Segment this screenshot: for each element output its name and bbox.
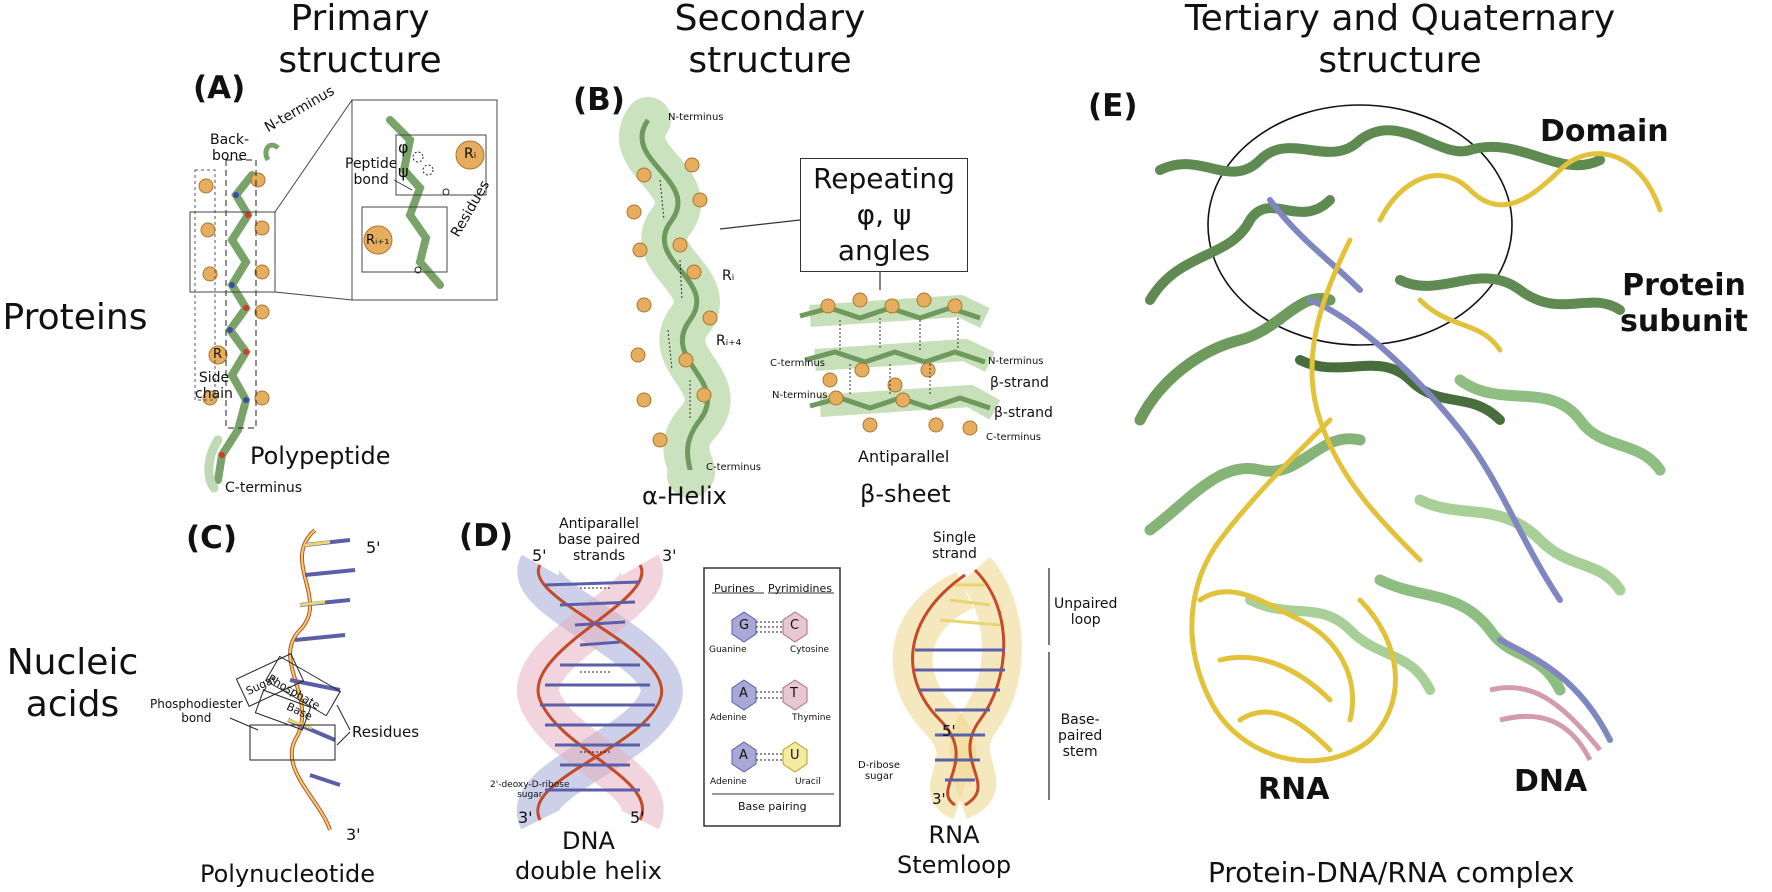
r-group-label: R <box>213 347 223 362</box>
protein-subunit-label: Protein subunit <box>1620 268 1749 339</box>
cytosine-label: Cytosine <box>790 645 830 655</box>
panel-a-label: (A) <box>193 70 246 106</box>
repeating-angles-box: Repeating φ, ψ angles <box>800 158 968 272</box>
antiparallel-sheet-label: Antiparallel <box>858 447 950 466</box>
deoxyribose-sugar-label: 2'-deoxy-D-ribose sugar <box>490 780 570 800</box>
beta-sheet-label: β-sheet <box>860 480 951 508</box>
polypeptide-chain <box>189 99 498 493</box>
psi-label: ψ <box>398 162 409 181</box>
dna-three-prime-top: 3' <box>662 546 677 565</box>
five-prime-label-c: 5' <box>366 538 381 557</box>
proteins-row-title: Proteins <box>2 297 148 338</box>
base-a-letter-1: A <box>739 686 748 701</box>
phi-label: φ <box>398 138 409 157</box>
adenine-label-2: Adenine <box>710 777 747 787</box>
unpaired-loop-label: Unpaired loop <box>1054 596 1118 628</box>
polypeptide-label: Polypeptide <box>250 442 391 470</box>
beta-strand-2-label: β-strand <box>994 405 1053 421</box>
rna-three-prime-label: 3' <box>932 790 946 808</box>
rna-stemloop-label: RNA Stemloop <box>897 821 1012 879</box>
base-g-letter: G <box>739 618 750 633</box>
base-t-letter: T <box>790 686 798 701</box>
sheet-c-terminus-left-label: C-terminus <box>770 358 826 369</box>
sheet-c-terminus-right-label: C-terminus <box>986 432 1042 443</box>
single-strand-label: Single strand <box>932 530 977 562</box>
panel-b-label: (B) <box>573 82 625 118</box>
rna-label: RNA <box>1258 772 1330 807</box>
helix-n-terminus-label: N-terminus <box>668 112 724 123</box>
dna-three-prime-bottom: 3' <box>518 808 533 827</box>
purines-label: Purines <box>714 582 755 595</box>
base-pairing-box <box>703 567 841 827</box>
helix-ri4-label: Rᵢ₊₄ <box>716 333 742 349</box>
dna-double-helix-drawing <box>517 554 683 830</box>
dna-five-prime-bottom: 5' <box>630 808 645 827</box>
base-paired-stem-label: Base- paired stem <box>1058 712 1103 760</box>
adenine-label-1: Adenine <box>710 713 747 723</box>
alpha-helix-drawing <box>619 97 881 498</box>
alpha-helix-label: α-Helix <box>642 482 727 510</box>
dna-double-helix-label: DNA double helix <box>515 827 662 885</box>
tertiary-quaternary-title: Tertiary and Quaternary structure <box>1184 0 1616 81</box>
complex-caption: Protein-DNA/RNA complex <box>1208 856 1575 889</box>
base-c-letter: C <box>790 618 800 633</box>
rna-five-prime-label: 5' <box>942 722 956 740</box>
base-pairing-label: Base pairing <box>738 800 807 813</box>
backbone-label: Back- bone <box>210 132 250 164</box>
thymine-label: Thymine <box>792 713 832 723</box>
guanine-label: Guanine <box>709 645 747 655</box>
c-terminus-label-a: C-terminus <box>225 480 303 496</box>
sheet-n-terminus-right-label: N-terminus <box>988 356 1044 367</box>
helix-ri-label: Rᵢ <box>722 268 735 284</box>
polynucleotide-label: Polynucleotide <box>200 860 375 888</box>
polynucleotide-drawing <box>229 528 356 831</box>
phosphodiester-bond-label: Phosphodiester bond <box>150 697 243 725</box>
panel-d-label: (D) <box>459 518 514 554</box>
sheet-n-terminus-left-label: N-terminus <box>772 390 828 401</box>
residues-label-c: Residues <box>352 723 420 741</box>
ri1-label-a: Rᵢ₊₁ <box>366 233 390 248</box>
secondary-structure-title: Secondary structure <box>674 0 866 81</box>
protein-nucleic-complex-drawing <box>1134 104 1666 764</box>
base-u-letter: U <box>790 748 800 763</box>
nucleic-acids-row-title: Nucleic acids <box>6 642 139 725</box>
d-ribose-sugar-label: D-ribose sugar <box>858 760 901 782</box>
pyrimidines-label: Pyrimidines <box>768 582 833 595</box>
uracil-label: Uracil <box>795 777 821 787</box>
peptide-bond-label: Peptide bond <box>345 156 398 188</box>
panel-c-label: (C) <box>186 520 238 556</box>
antiparallel-strands-label: Antiparallel base paired strands <box>558 516 641 564</box>
base-a-letter-2: A <box>739 748 748 763</box>
ri-label-a: Rᵢ <box>464 146 477 162</box>
rna-stemloop-drawing <box>892 556 1050 819</box>
primary-structure-title: Primary structure <box>278 0 442 81</box>
helix-c-terminus-label: C-terminus <box>706 462 762 473</box>
panel-e-label: (E) <box>1088 88 1138 124</box>
beta-strand-1-label: β-strand <box>990 375 1049 391</box>
dna-five-prime-top: 5' <box>532 546 547 565</box>
three-prime-label-c: 3' <box>346 825 361 844</box>
dna-label: DNA <box>1514 764 1588 799</box>
beta-sheet-drawing <box>799 292 1001 436</box>
domain-label: Domain <box>1540 114 1669 149</box>
side-chain-label: Side chain <box>195 370 233 402</box>
